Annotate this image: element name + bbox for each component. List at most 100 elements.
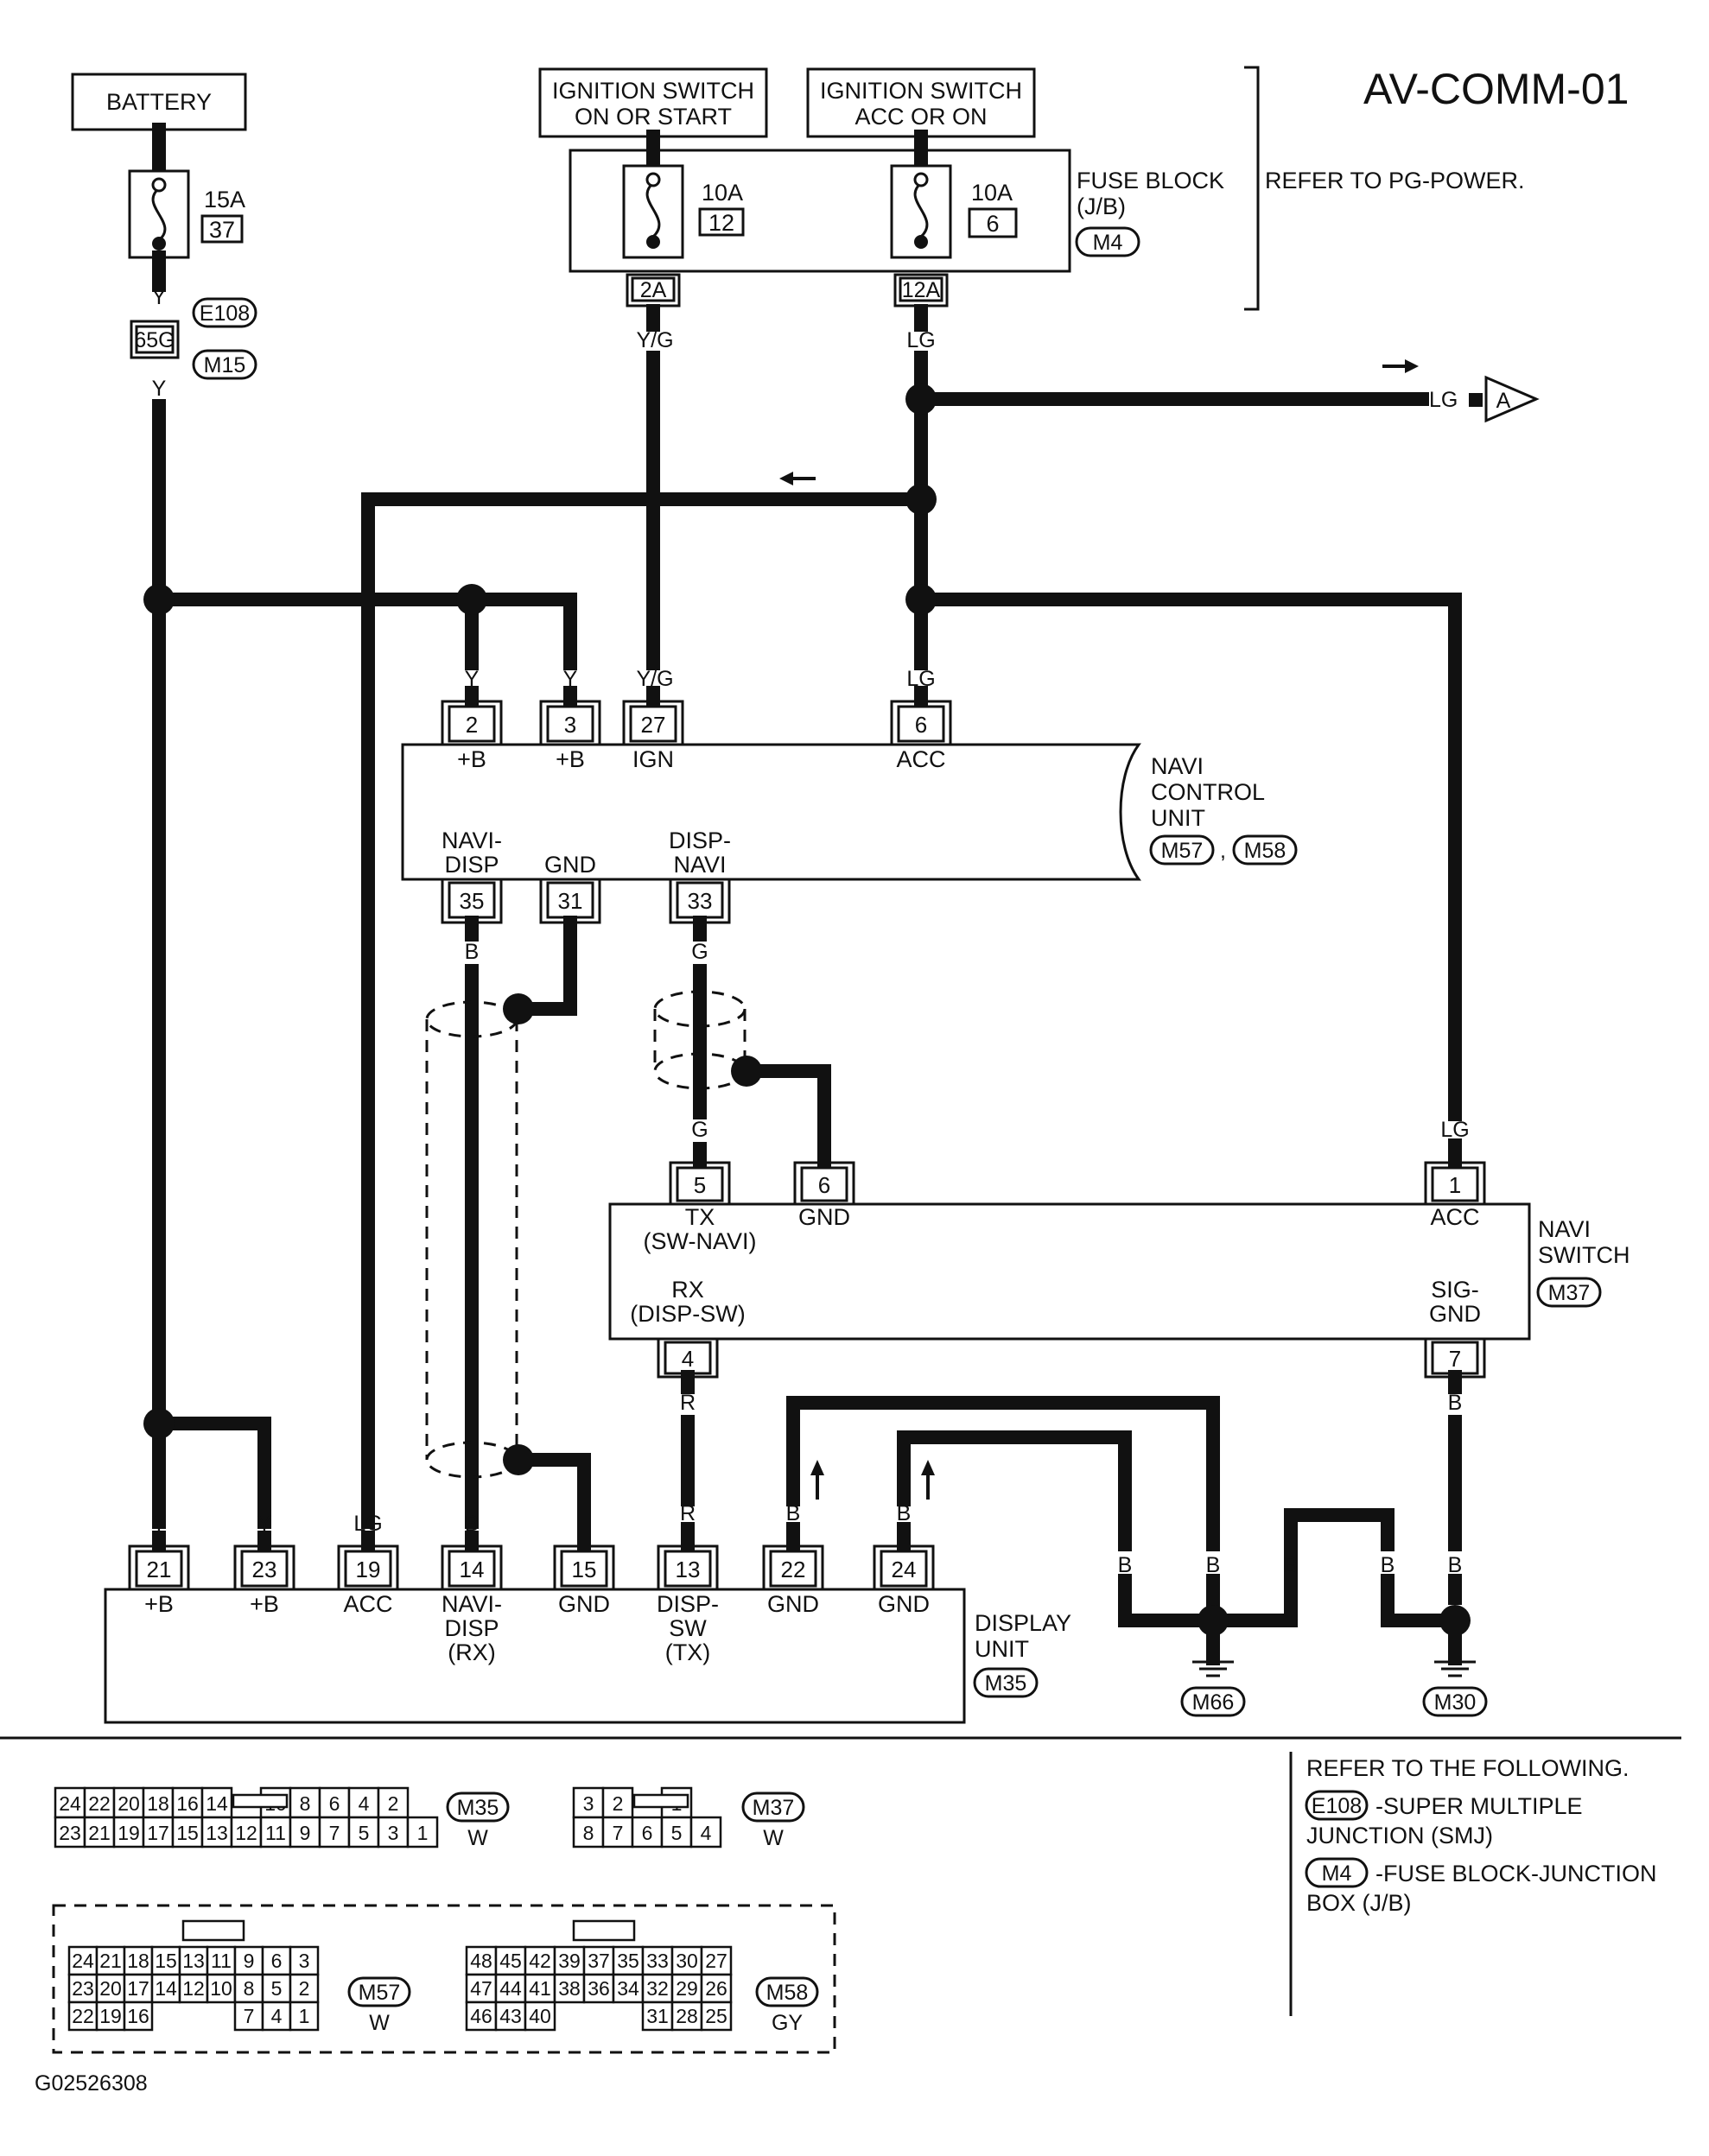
- wire-label-y-p2: Y: [465, 667, 480, 691]
- figure-code: G02526308: [35, 2071, 148, 2096]
- connector-m35-face: 242220181614108642232119171513121197531: [54, 1786, 439, 1848]
- connector-pin-number: 12: [182, 1977, 205, 2000]
- connector-pin-number: 19: [118, 1822, 140, 1844]
- wire-label-y-p21: Y: [152, 1512, 167, 1536]
- wire-b-gnd24: [897, 1430, 1132, 1551]
- connector-cell: [112, 1786, 145, 1819]
- refer-e108-text-1: -SUPER MULTIPLE: [1375, 1793, 1583, 1819]
- svg-text:4: 4: [682, 1346, 694, 1372]
- connector-pin-number: 6: [642, 1822, 653, 1844]
- fuse-block-conn-label: M4: [1093, 231, 1123, 255]
- navi-label-plusb-2: +B: [556, 746, 585, 772]
- navi-control-name-1: NAVI: [1151, 753, 1204, 779]
- wire-label-b-p22: B: [786, 1501, 801, 1525]
- connector-pin-number: 15: [176, 1822, 199, 1844]
- conn-65g-inner: [135, 325, 175, 354]
- connector-pin-number: 40: [529, 2005, 551, 2027]
- fuse-12-no-box: [698, 207, 745, 237]
- navi-label-navidisp-1: NAVI-: [442, 828, 502, 853]
- connector-pin-number: 13: [182, 1950, 205, 1972]
- fuse-6-no: 6: [986, 211, 999, 237]
- connector-pin-number: 23: [72, 1977, 94, 2000]
- navi-conn-sep: ,: [1220, 839, 1226, 863]
- wire-label-lg-p1: LG: [1440, 1118, 1469, 1142]
- svg-text:19: 19: [356, 1557, 381, 1582]
- connector-pin-number: 31: [646, 2005, 669, 2027]
- connector-pin-number: 21: [99, 1950, 122, 1972]
- display-pin-22: 22: [762, 1544, 824, 1589]
- wire-lg-to-display-acc: [361, 492, 928, 1529]
- wire-stubs-display: [152, 1515, 911, 1553]
- junction-lg-switch: [905, 584, 937, 615]
- page-id: AV-COMM-01: [1363, 65, 1629, 113]
- wire-gnd-31-shield: [511, 916, 577, 1016]
- conn-m15-badge: [192, 349, 257, 380]
- connector-cell: [289, 1973, 320, 2004]
- refer-m4-conn: M4: [1322, 1861, 1352, 1886]
- wire-label-b-gnd3: B: [1284, 1553, 1299, 1577]
- connector-pin-number: 9: [244, 1950, 255, 1972]
- display-label-gnd-24: GND: [878, 1591, 930, 1617]
- connector-pin-number: 1: [299, 2005, 310, 2027]
- junction-shield-1-top: [503, 993, 534, 1024]
- flow-arrow-up-1-head: [810, 1460, 824, 1475]
- connector-pin-number: 48: [470, 1950, 492, 1972]
- connector-cell: [83, 1786, 116, 1819]
- connector-m37-tag: M37 W: [741, 1791, 805, 1850]
- flow-arrow-up-2-head: [921, 1460, 935, 1475]
- connector-cell: [641, 2001, 674, 2032]
- wire-label-b-p24: B: [897, 1501, 912, 1525]
- connector-pin-number: 36: [588, 1977, 610, 2000]
- switch-label-rx-1: RX: [671, 1277, 704, 1303]
- connector-a-label: A: [1496, 389, 1511, 413]
- svg-text:31: 31: [558, 888, 583, 914]
- connector-m57-tag: M57 W: [347, 1976, 411, 2035]
- navi-pin-33: 33: [669, 879, 731, 924]
- connector-pin-number: 5: [271, 1977, 283, 2000]
- navi-pin-6: 6: [890, 700, 952, 745]
- fuse-block-label-1: FUSE BLOCK: [1077, 168, 1224, 193]
- navi-label-navidisp-2: DISP: [444, 852, 499, 878]
- connector-group-dashed: [52, 1904, 836, 2054]
- switch-label-siggnd-2: GND: [1429, 1301, 1481, 1327]
- display-pin-19: 19: [337, 1544, 399, 1589]
- connector-pin-number: 46: [470, 2005, 492, 2027]
- connector-pin-number: 41: [529, 1977, 551, 2000]
- fuse-12-amp: 10A: [702, 180, 743, 206]
- refer-e108-badge: [1305, 1790, 1369, 1821]
- ground-m66-symbol: [1192, 1660, 1234, 1677]
- connector-pin-number: 43: [499, 2005, 522, 2027]
- connector-pin-number: 22: [72, 2005, 94, 2027]
- connector-pin-number: 21: [88, 1822, 111, 1844]
- connector-cell: [524, 2001, 556, 2032]
- navi-switch-conn-label: M37: [1548, 1281, 1591, 1305]
- connector-m37-face: 32187654: [572, 1786, 722, 1848]
- svg-text:W: W: [467, 1826, 488, 1850]
- wire-label-b-p35: B: [465, 940, 480, 964]
- connector-pin-number: 30: [676, 1950, 698, 1972]
- fuse-37-amp: 15A: [204, 187, 245, 212]
- svg-text:W: W: [369, 2011, 390, 2035]
- connector-pin-number: 28: [676, 2005, 698, 2027]
- refer-m4-text-2: BOX (J/B): [1306, 1890, 1412, 1916]
- display-pin-13: 13: [657, 1544, 719, 1589]
- svg-text:2: 2: [466, 712, 478, 738]
- fuse-6-terminal-top: [913, 172, 929, 187]
- svg-text:M57: M57: [359, 1981, 401, 2005]
- fuse-6-link: [913, 181, 929, 238]
- wire-label-b-gnd1: B: [1118, 1553, 1133, 1577]
- display-pin-15: 15: [553, 1544, 615, 1589]
- fuse-12-terminal-bottom: [646, 235, 660, 249]
- connector-pin-number: 5: [671, 1822, 683, 1844]
- connector-pin-number: 24: [59, 1792, 81, 1815]
- display-label-navidisp-1: NAVI-: [442, 1591, 502, 1617]
- connector-pin-number: 4: [271, 2005, 283, 2027]
- wire-label-b-p14: B: [465, 1512, 480, 1536]
- refer-e108-conn: E108: [1312, 1794, 1362, 1818]
- fuse-6-amp: 10A: [971, 180, 1013, 206]
- switch-label-gnd: GND: [798, 1204, 850, 1230]
- fuse-6-no-box: [968, 207, 1018, 238]
- flow-arrow-right-head: [1405, 359, 1419, 373]
- connector-pin-number: 6: [329, 1792, 340, 1815]
